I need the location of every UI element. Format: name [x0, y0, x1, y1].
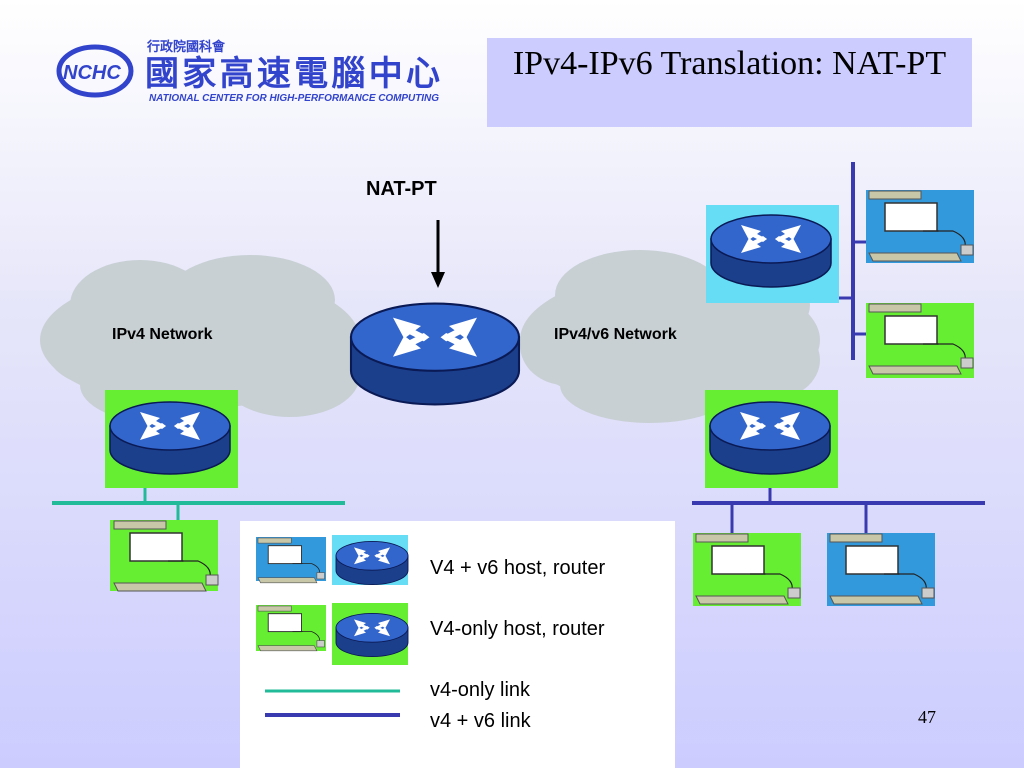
slide-title-box: IPv4-IPv6 Translation: NAT-PT — [487, 38, 972, 127]
legend-dual-link-label: v4 + v6 link — [430, 710, 531, 732]
logo-badge-text: NCHC — [63, 62, 121, 84]
ipv4-network-label: IPv4 Network — [112, 326, 213, 343]
legend-dual-router-icon — [335, 540, 409, 586]
slide-title: IPv4-IPv6 Translation: NAT-PT — [512, 45, 947, 82]
legend-box: V4 + v6 host, router V4-only host, route… — [240, 521, 675, 768]
legend-v4-only-label: V4-only host, router — [430, 618, 605, 640]
legend-v4-link-label: v4-only link — [430, 679, 531, 701]
v4-only-router-icon — [109, 401, 231, 475]
logo-swoosh-icon — [56, 44, 134, 98]
ipv4v6-network-cloud — [520, 250, 820, 423]
ipv4v6-network-label: IPv4/v6 Network — [554, 326, 677, 343]
nat-pt-label: NAT-PT — [366, 178, 437, 200]
logo-chinese-small: 行政院國科會 — [146, 39, 226, 55]
legend-v4-router-icon — [335, 612, 409, 658]
legend-dual-stack-label: V4 + v6 host, router — [430, 557, 606, 579]
dual-stack-router-top-icon — [710, 214, 832, 288]
logo-english-text: NATIONAL CENTER FOR HIGH-PERFORMANCE COM… — [149, 93, 439, 104]
nat-pt-router-icon — [349, 302, 521, 406]
ipv4-network-cloud — [40, 255, 360, 423]
nchc-logo: NCHC 行政院國科會 國家高速電腦中心 NATIONAL CENTER FOR… — [55, 33, 445, 105]
page-number: 47 — [918, 707, 936, 727]
router-bottom-right-icon — [709, 401, 831, 475]
